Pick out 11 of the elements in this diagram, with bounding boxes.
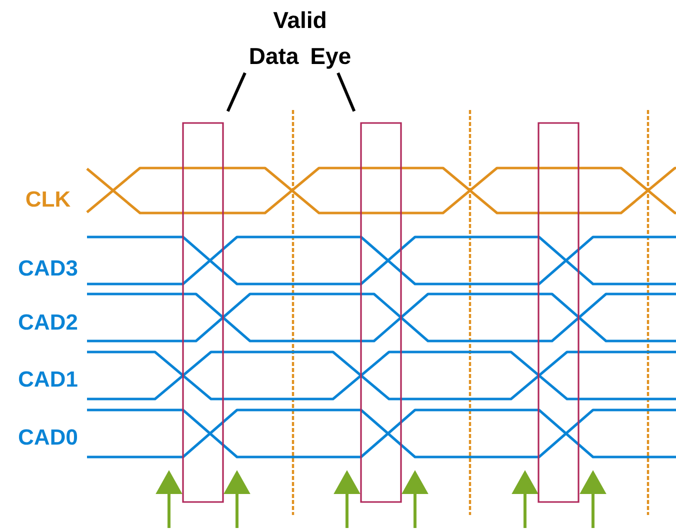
data-eye-window: [182, 122, 224, 503]
heading: Valid Data Eye: [250, 11, 350, 69]
signal-label: CAD2: [18, 314, 78, 330]
leader-line: [336, 72, 356, 112]
signal-label: CAD0: [18, 429, 78, 445]
data-eye-window: [360, 122, 402, 503]
signal-label: CAD1: [18, 371, 78, 387]
signal-label: CLK: [26, 191, 70, 207]
data-eye-window: [538, 122, 580, 503]
leader-line: [226, 72, 246, 112]
signal-label: CAD3: [18, 260, 78, 276]
